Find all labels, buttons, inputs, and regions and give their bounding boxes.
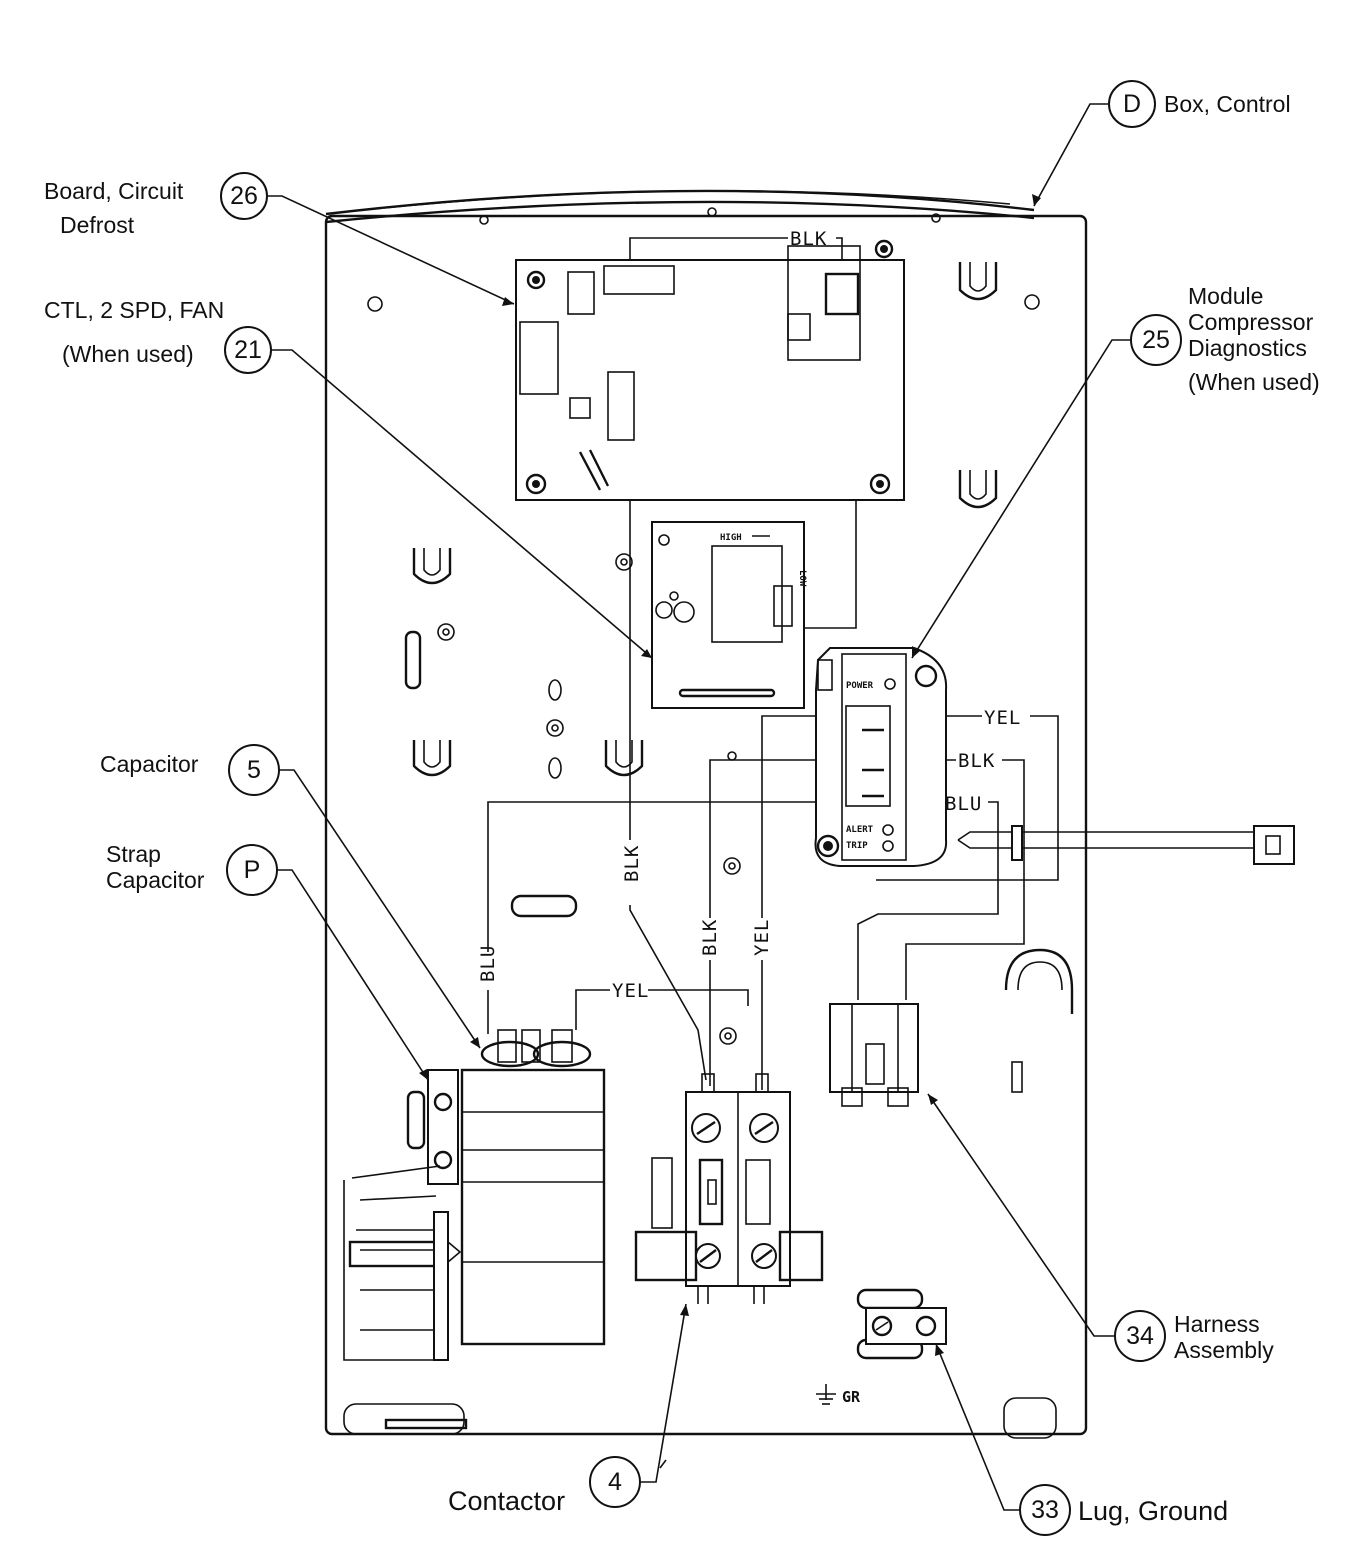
callout-id: 4 <box>608 1468 622 1496</box>
ground-mark: GR <box>842 1388 861 1406</box>
callout-desc: Diagnostics <box>1188 335 1307 361</box>
callout-desc: Strap <box>106 841 161 867</box>
fan-low-mark: LOW <box>797 570 807 587</box>
fan-high-mark: HIGH <box>720 533 742 543</box>
callout-id: 25 <box>1142 326 1170 354</box>
callout-25: 25 Module Compressor Diagnostics (When u… <box>1130 283 1320 395</box>
wire-label-yel-cap: YEL <box>612 980 649 1002</box>
callout-26: 26 Board, Circuit Defrost <box>44 172 268 238</box>
callout-desc: (When used) <box>1188 369 1320 395</box>
capacitor <box>460 1029 606 1346</box>
callout-desc: Contactor <box>448 1486 565 1516</box>
callout-id: 26 <box>230 182 258 210</box>
callout-4: 4 Contactor <box>448 1456 641 1516</box>
callout-id: 21 <box>234 336 262 364</box>
callout-33: 33 Lug, Ground <box>1019 1484 1228 1536</box>
callout-desc: Defrost <box>60 212 135 238</box>
control-box: GR <box>324 189 1088 1439</box>
module-power-mark: POWER <box>846 681 874 691</box>
callout-34: 34 Harness Assembly <box>1114 1310 1274 1363</box>
wire-label-blk-top: BLK <box>790 228 827 250</box>
callout-desc: Module <box>1188 283 1263 309</box>
callout-desc: Lug, Ground <box>1078 1496 1228 1526</box>
callout-desc: (When used) <box>62 341 194 367</box>
wire-label-yel-module: YEL <box>984 707 1021 729</box>
wire-label-blu-module: BLU <box>945 793 982 815</box>
callout-desc: Harness <box>1174 1311 1260 1337</box>
callout-desc: Capacitor <box>106 867 205 893</box>
harness-assembly <box>829 1003 919 1107</box>
module-trip-mark: TRIP <box>846 841 868 851</box>
callout-desc: Capacitor <box>100 751 199 777</box>
wire-label-blk-vertical: BLK <box>621 845 643 882</box>
callout-id: 34 <box>1126 1322 1154 1350</box>
module-alert-mark: ALERT <box>846 825 874 835</box>
fan-speed-control-board: HIGH LOW <box>651 521 807 709</box>
contactor <box>634 1073 824 1304</box>
callout-5: 5 Capacitor <box>100 744 280 796</box>
callout-desc: Compressor <box>1188 309 1314 335</box>
wire-label-blk-module: BLK <box>958 750 995 772</box>
callout-P: P Strap Capacitor <box>106 841 278 896</box>
callout-desc: CTL, 2 SPD, FAN <box>44 297 224 323</box>
wire-label-yel-vertical: YEL <box>751 919 773 956</box>
callout-desc: Box, Control <box>1164 91 1291 117</box>
ground-symbol-icon: GR <box>816 1384 861 1406</box>
callout-id: 33 <box>1031 1496 1059 1524</box>
callout-desc: Assembly <box>1174 1337 1274 1363</box>
callout-id: D <box>1123 90 1141 118</box>
wire-label-blu-vertical: BLU <box>477 945 499 982</box>
defrost-circuit-board <box>515 239 905 501</box>
callout-D: D Box, Control <box>1108 80 1291 128</box>
capacitor-strap <box>343 1069 462 1361</box>
compressor-diagnostics-module: POWER ALERT TRIP <box>814 647 948 867</box>
callout-id: P <box>244 856 261 884</box>
callout-21: 21 CTL, 2 SPD, FAN (When used) <box>44 297 272 374</box>
callout-desc: Board, Circuit <box>44 178 184 204</box>
callout-id: 5 <box>247 756 261 784</box>
ground-lug <box>856 1288 947 1360</box>
leader-lines <box>266 103 1130 1511</box>
wire-label-blk-contactor: BLK <box>699 919 721 956</box>
